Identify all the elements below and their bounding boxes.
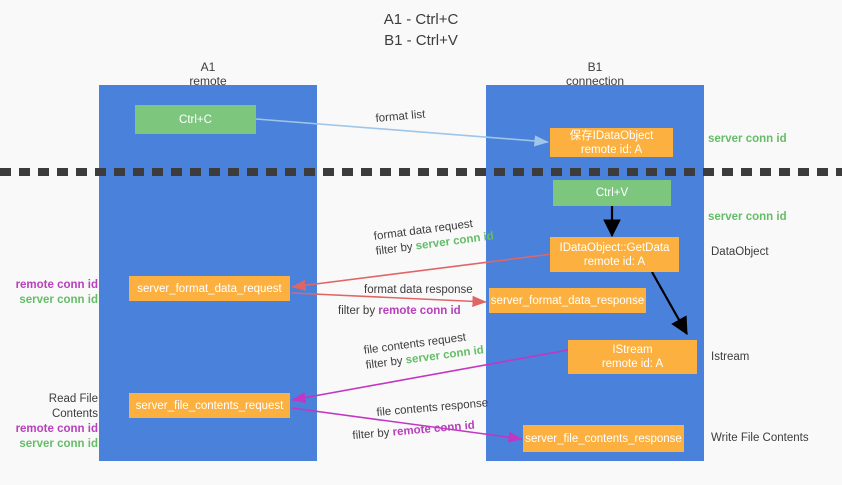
annotation-left-format-remote-conn-id: remote conn id <box>15 279 98 291</box>
node-server-file-contents-request-label: server_file_contents_request <box>135 399 284 412</box>
node-istream-line2: remote id: A <box>601 358 664 370</box>
column-header-right: B1 connection <box>486 60 704 88</box>
node-idataobject-getdata-line1: IDataObject::GetData <box>559 241 670 254</box>
column-right-role: connection <box>565 74 625 88</box>
node-istream[interactable]: IStream remote id: A <box>568 340 697 374</box>
annotation-left-file-block: Read File Contents remote conn id server… <box>4 392 98 452</box>
phase-divider <box>0 168 842 176</box>
edge-label-format-data-response: format data response filter by remote co… <box>338 284 473 317</box>
column-left-name: A1 <box>200 60 216 74</box>
node-ctrl-v-label: Ctrl+V <box>595 187 629 199</box>
node-server-format-data-response-label: server_format_data_response <box>490 294 645 307</box>
column-right-name: B1 <box>587 60 603 74</box>
annotation-left-format-server-conn-id: server conn id <box>19 294 98 306</box>
edge-label-file-contents-response-filter: filter by remote conn id <box>352 419 476 443</box>
node-server-file-contents-request[interactable]: server_file_contents_request <box>129 393 290 418</box>
annotation-left-file-server-conn-id: server conn id <box>19 438 98 450</box>
token-remote-conn-id: remote conn id <box>392 419 476 439</box>
node-idataobject-getdata-line2: remote id: A <box>583 255 646 268</box>
annotation-right-server-conn-id-top: server conn id <box>708 133 787 145</box>
node-save-idataobject-line1: 保存IDataObject <box>569 129 654 142</box>
node-save-idataobject[interactable]: 保存IDataObject remote id: A <box>550 128 673 157</box>
edge-label-file-contents-request: file contents request filter by server c… <box>363 331 485 372</box>
annotation-right-write-file-contents: Write File Contents <box>711 432 809 444</box>
node-ctrl-c[interactable]: Ctrl+C <box>135 105 256 134</box>
title-line-2: B1 - Ctrl+V <box>384 32 458 49</box>
edge-label-format-data-response-filter: filter by remote conn id <box>338 305 461 317</box>
node-istream-line1: IStream <box>612 344 653 356</box>
annotation-right-dataobject: DataObject <box>711 246 769 258</box>
annotation-right-server-conn-id-second: server conn id <box>708 211 787 223</box>
node-server-file-contents-response[interactable]: server_file_contents_response <box>523 425 684 452</box>
edge-label-format-list: format list <box>375 108 426 125</box>
edge-label-format-data-request: format data request filter by server con… <box>373 217 495 258</box>
node-ctrl-c-label: Ctrl+C <box>179 113 212 126</box>
column-left-role: remote <box>189 74 227 88</box>
edge-label-file-contents-response: file contents response filter by remote … <box>352 396 491 442</box>
annotation-left-file-remote-conn-id: remote conn id <box>15 423 98 435</box>
column-header-left: A1 remote <box>99 60 317 88</box>
annotation-right-istream: Istream <box>711 351 750 363</box>
title-line-1: A1 - Ctrl+C <box>383 11 459 28</box>
node-server-format-data-response[interactable]: server_format_data_response <box>489 288 646 313</box>
node-save-idataobject-line2: remote id: A <box>580 143 643 156</box>
node-server-file-contents-response-label: server_file_contents_response <box>525 432 682 445</box>
token-remote-conn-id: remote conn id <box>378 305 461 317</box>
diagram-title: A1 - Ctrl+C B1 - Ctrl+V <box>0 9 842 51</box>
node-server-format-data-request[interactable]: server_format_data_request <box>129 276 290 301</box>
node-server-format-data-request-label: server_format_data_request <box>137 282 282 295</box>
annotation-left-format-block: remote conn id server conn id <box>8 278 98 308</box>
node-ctrl-v[interactable]: Ctrl+V <box>553 180 671 206</box>
annotation-read-file-contents: Read File Contents <box>48 393 98 420</box>
node-idataobject-getdata[interactable]: IDataObject::GetData remote id: A <box>550 237 679 272</box>
